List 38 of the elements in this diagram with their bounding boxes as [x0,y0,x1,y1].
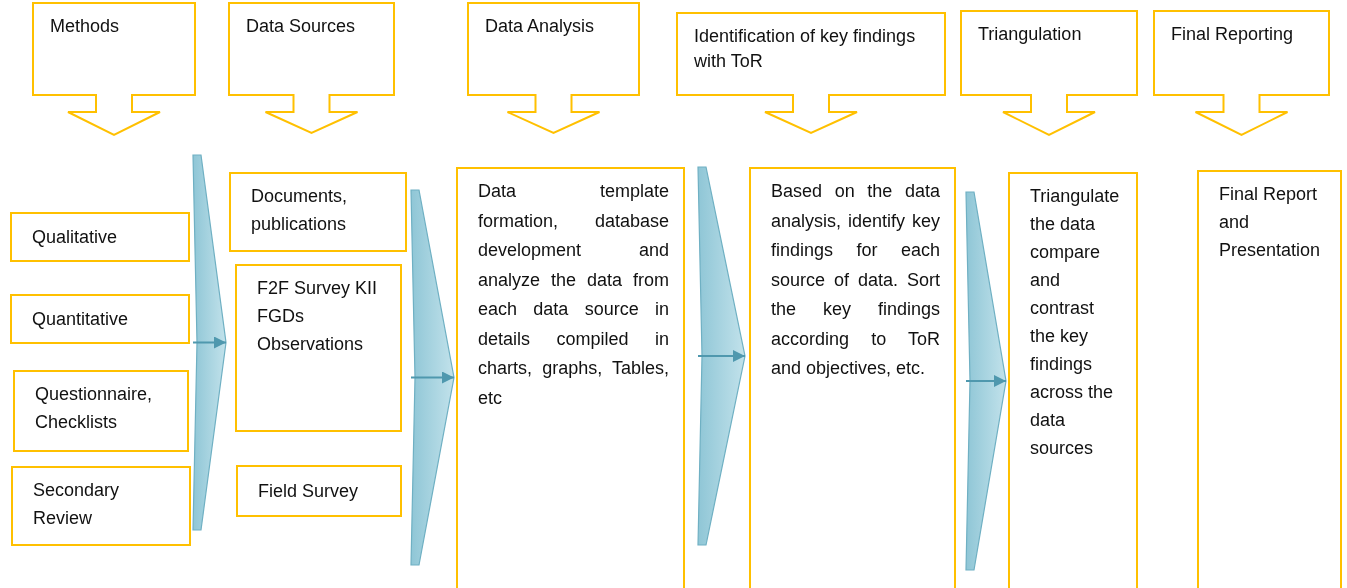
chevron-arrow [697,166,746,546]
step-text: Secondary Review [32,479,121,530]
text-box [229,172,407,252]
step-heading: Methods [50,15,121,38]
step-text: Data template formation, database development and analyze the data from each data source in details compiled in charts, graphs, Tables, etc [477,180,670,410]
text-box [1008,172,1138,588]
down-arrow-callout [676,12,946,135]
text-box [13,370,189,452]
chevron-arrow [192,154,227,531]
step-heading: Final Reporting [1171,23,1295,46]
step-text: F2F Survey KII FGDs Observations [256,277,379,356]
text-box [1197,170,1342,588]
step-text: Triangulate the data compare and contrast the key findings across the data sources [1029,185,1121,460]
down-arrow-callout [1153,10,1330,137]
text-box [11,466,191,546]
down-arrow-callout [467,2,640,135]
step-heading: Data Analysis [485,15,596,38]
step-text: Documents, publications [250,185,349,236]
down-arrow-callout [228,2,395,135]
text-box [749,167,956,588]
text-box [10,212,190,262]
down-arrow-callout [32,2,196,137]
step-text: Qualitative [31,226,119,249]
step-text: Final Report and Presentation [1218,183,1322,262]
step-text: Quantitative [31,308,130,331]
text-box [456,167,685,588]
text-box [10,294,190,344]
step-text: Based on the data analysis, identify key findings for each source of data. Sort the key findings according to ToR and objectives, etc. [770,180,941,380]
step-text: Field Survey [257,480,360,503]
step-heading: Data Sources [246,15,357,38]
text-box [236,465,402,517]
down-arrow-callout [960,10,1138,137]
step-heading: Identification of key findings with ToR [694,25,917,73]
step-text: Questionnaire, Checklists [34,383,154,434]
chevron-arrow [410,189,455,566]
text-box [235,264,402,432]
chevron-arrow [965,191,1007,571]
step-heading: Triangulation [978,23,1083,46]
